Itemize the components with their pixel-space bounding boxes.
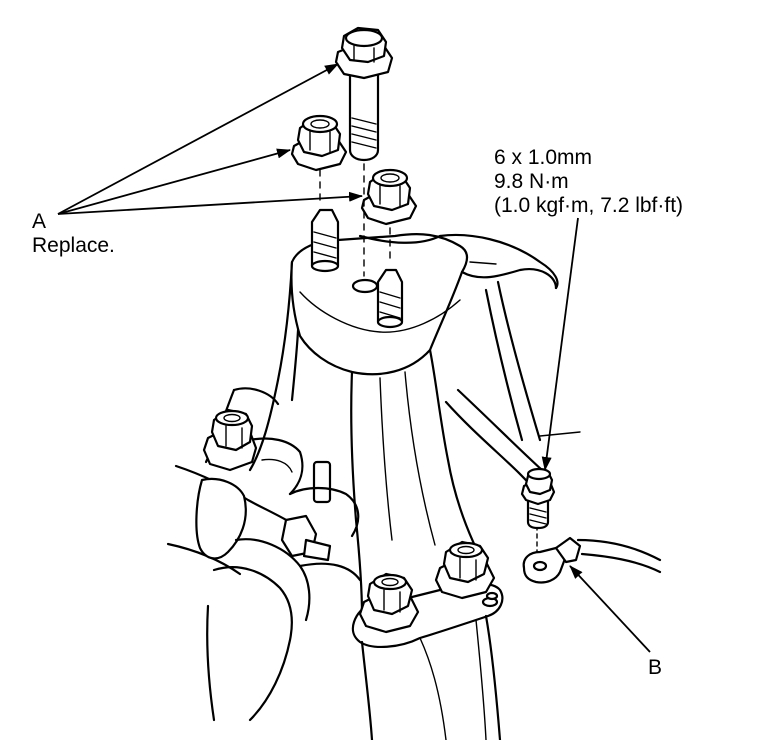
callout-b-arrow [569, 565, 651, 653]
small-bolt [520, 467, 556, 530]
callout-b-letter: B [648, 656, 663, 679]
torque-nm-label: 9.8 N·m [494, 170, 569, 193]
flange-nut-lower-center [358, 572, 420, 634]
flange-nut-lower-right [434, 540, 496, 600]
loose-nut-2 [360, 168, 418, 226]
spec-arrow [541, 217, 579, 471]
assembly-guides [319, 163, 538, 557]
stud-center [376, 268, 404, 329]
bolt-size-label: 6 x 1.0mm [494, 146, 593, 169]
callout-a-arrows [57, 63, 363, 215]
long-bolt [334, 26, 394, 162]
callout-a-note: Replace. [32, 234, 115, 257]
left-runners [166, 387, 362, 722]
torque-alt-label: (1.0 kgf·m, 7.2 lbf·ft) [494, 194, 684, 217]
flange-nut-upper-left [202, 408, 258, 472]
ground-terminal [522, 536, 662, 584]
stud-left [310, 208, 340, 273]
callout-a-letter: A [32, 210, 47, 233]
loose-nut-1 [290, 114, 348, 172]
